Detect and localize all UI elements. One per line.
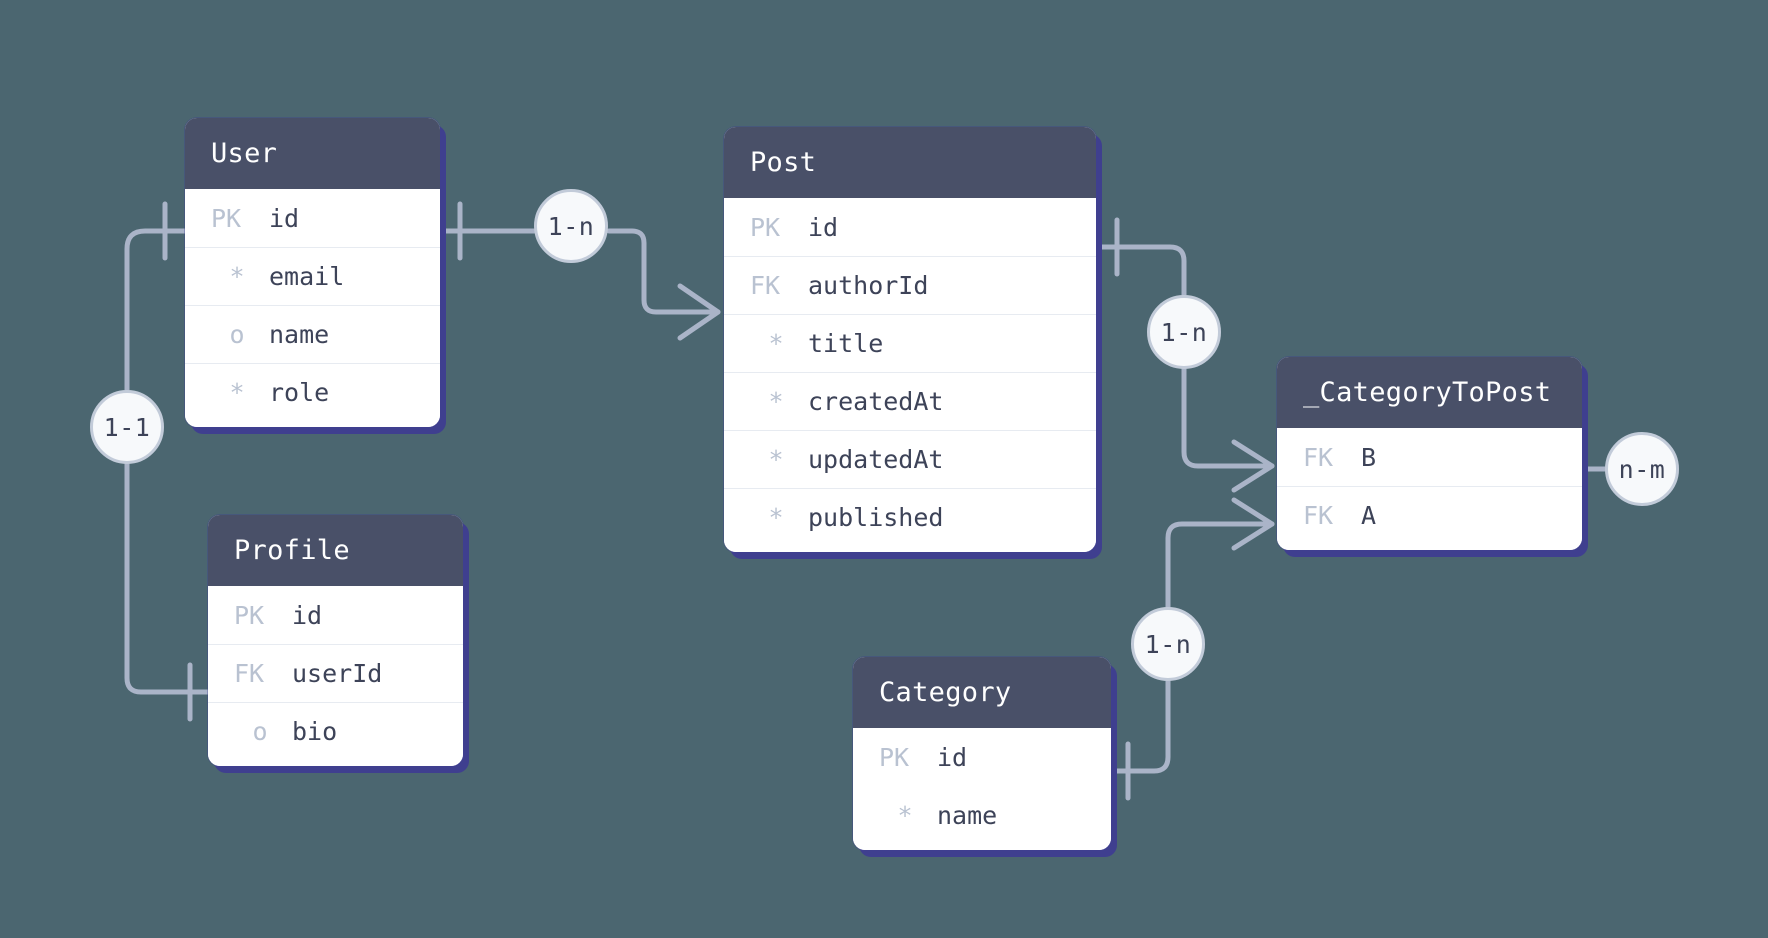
entity-categorytopost[interactable]: _CategoryToPost FK B FK A	[1277, 357, 1582, 550]
field-name: id	[937, 742, 968, 772]
field-name: B	[1361, 442, 1377, 472]
field-row[interactable]: * updatedAt	[724, 430, 1096, 488]
field-row[interactable]: * published	[724, 488, 1096, 546]
field-key-pk: PK	[879, 742, 910, 772]
entity-category[interactable]: Category PK id * name	[853, 657, 1111, 850]
wire-user-post-right	[606, 228, 721, 315]
field-row[interactable]: FK B	[1277, 428, 1582, 486]
field-row[interactable]: * title	[724, 314, 1096, 372]
field-name: userId	[292, 659, 383, 688]
field-name: title	[808, 329, 884, 358]
field-name: id	[269, 203, 300, 233]
field-row[interactable]: FK userId	[208, 644, 463, 702]
entity-post-title: Post	[724, 127, 1096, 198]
field-key-fk: FK	[1303, 442, 1334, 472]
field-name: id	[808, 212, 839, 242]
wire-user-profile-top	[124, 228, 193, 393]
entity-categorytopost-title: _CategoryToPost	[1277, 357, 1582, 428]
field-key-optional: o	[229, 320, 245, 349]
field-key-required: *	[768, 445, 784, 474]
field-row[interactable]: o name	[185, 305, 440, 363]
field-key-required: *	[768, 329, 784, 358]
entity-profile[interactable]: Profile PK id FK userId o bio	[208, 515, 463, 766]
cardinality-badge-category-categorytopost[interactable]: 1-n	[1131, 607, 1205, 681]
wire-user-profile-bottom	[124, 461, 216, 695]
field-key-required: *	[768, 387, 784, 416]
field-name: email	[269, 262, 345, 291]
entity-profile-fields: PK id FK userId o bio	[208, 586, 463, 766]
field-name: authorId	[808, 271, 929, 300]
field-name: name	[937, 800, 998, 830]
entity-post[interactable]: Post PK id FK authorId * title * created…	[724, 127, 1096, 552]
entity-user-fields: PK id * email o name * role	[185, 189, 440, 427]
entity-user-title: User	[185, 118, 440, 189]
field-row[interactable]: * name	[853, 786, 1111, 844]
field-name: id	[292, 600, 323, 630]
entity-category-fields: PK id * name	[853, 728, 1111, 850]
field-key-fk: FK	[1303, 501, 1334, 530]
entity-post-fields: PK id FK authorId * title * createdAt * …	[724, 198, 1096, 552]
field-key-pk: PK	[234, 600, 265, 630]
field-name: role	[269, 378, 330, 407]
cardinality-badge-post-categorytopost[interactable]: 1-n	[1147, 295, 1221, 369]
field-key-optional: o	[252, 717, 268, 746]
field-key-pk: PK	[211, 203, 242, 233]
field-name: updatedAt	[808, 445, 944, 474]
field-key-required: *	[229, 378, 245, 407]
entity-category-title: Category	[853, 657, 1111, 728]
cardinality-badge-many-to-many[interactable]: n-m	[1605, 432, 1679, 506]
wire-post-ctp-top	[1089, 244, 1187, 298]
field-row[interactable]: o bio	[208, 702, 463, 760]
crowfoot-ctp-a	[1231, 497, 1275, 551]
entity-profile-title: Profile	[208, 515, 463, 586]
field-name: A	[1361, 501, 1377, 530]
crowfoot-post-authorid	[677, 283, 721, 341]
cardinality-badge-user-post[interactable]: 1-n	[534, 189, 608, 263]
field-name: name	[269, 320, 330, 349]
cardinality-badge-user-profile[interactable]: 1-1	[90, 390, 164, 464]
field-row[interactable]: * createdAt	[724, 372, 1096, 430]
field-name: createdAt	[808, 387, 944, 416]
field-row[interactable]: FK A	[1277, 486, 1582, 544]
entity-user[interactable]: User PK id * email o name * role	[185, 118, 440, 427]
field-key-required: *	[229, 262, 245, 291]
wire-post-ctp-bottom	[1181, 366, 1275, 469]
field-key-pk: PK	[750, 212, 781, 242]
wire-category-ctp-bottom	[1104, 678, 1171, 774]
field-name: bio	[292, 717, 338, 746]
wire-category-ctp-top	[1165, 521, 1275, 610]
field-name: published	[808, 503, 944, 532]
field-row[interactable]: PK id	[724, 198, 1096, 256]
field-row[interactable]: FK authorId	[724, 256, 1096, 314]
field-row[interactable]: PK id	[208, 586, 463, 644]
field-key-required: *	[768, 503, 784, 532]
entity-categorytopost-fields: FK B FK A	[1277, 428, 1582, 550]
field-row[interactable]: * email	[185, 247, 440, 305]
field-row[interactable]: PK id	[185, 189, 440, 247]
crowfoot-ctp-b	[1231, 439, 1275, 493]
field-key-fk: FK	[234, 659, 265, 688]
field-key-fk: FK	[750, 271, 781, 300]
field-key-required: *	[897, 800, 913, 830]
field-row[interactable]: PK id	[853, 728, 1111, 786]
field-row[interactable]: * role	[185, 363, 440, 421]
